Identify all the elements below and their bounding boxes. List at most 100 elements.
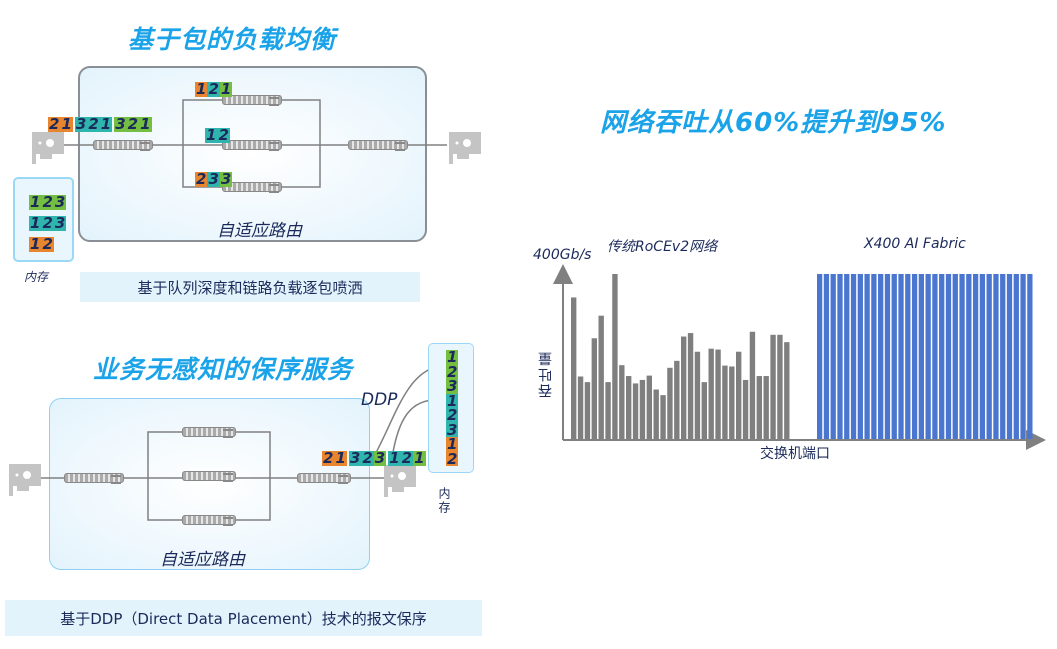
rocev2-bar [681,336,687,439]
packet-digit: 1 [139,115,152,133]
rocev2-bar [667,367,673,439]
packet-digit: 3 [74,115,88,133]
switch-icon [182,515,236,526]
x400-bar [979,274,986,439]
packet-digit: 3 [207,170,220,188]
switch-icon [93,140,153,151]
x400-bar [1027,274,1033,439]
rocev2-bar [612,274,618,439]
rocev2-bar [708,348,714,439]
adaptive-routing-panel [49,398,370,570]
y-top-label: 400Gb/s [533,247,592,263]
rocev2-bar [687,333,694,439]
rocev2-bar [784,342,790,439]
packet-digit: 2 [41,214,54,232]
rocev2-bar [742,379,749,439]
x400-bar [993,274,999,439]
packet-digit: 2 [195,170,208,188]
x400-bar [837,274,843,439]
rocev2-bar [619,365,625,439]
rocev2-bar [591,338,597,439]
rocev2-bar [626,376,632,439]
packet-digit: 1 [29,235,42,253]
top-routing-label: 自适应路由 [217,221,302,241]
rocev2-bar [749,331,756,439]
packet-digit: 1 [334,449,347,467]
bottom-title: 业务无感知的保序服务 [93,355,354,384]
rocev2-bar [770,334,776,439]
x400-bar [966,274,972,439]
x400-bar [1013,274,1019,439]
packet-digit: 1 [446,391,459,410]
memory-label: 内存 [437,487,451,515]
packet-digit: 3 [219,170,233,188]
x400-bar [905,274,911,439]
rocev2-bar [674,360,680,439]
x400-bar [891,274,897,439]
packet-digit: 2 [87,115,100,133]
x400-bar [850,274,857,439]
x400-bar [1000,274,1006,439]
x400-bar [959,274,965,439]
x400-bar [878,274,884,439]
rocev2-bar [694,351,701,439]
x400-bar [939,274,945,439]
rocev2-bar [577,376,584,439]
packet-digit: 3 [446,420,459,439]
x400-bar [871,274,877,439]
memory-label: 内存 [24,270,49,284]
switch-icon [348,140,408,151]
x400-bar [945,274,952,439]
rocev2-bar [756,376,762,439]
x400-bar [925,274,931,439]
nic-card-icon [449,132,481,164]
packet-digit: 1 [413,449,426,467]
packet-digit: 2 [446,362,459,381]
packet-digit: 3 [53,214,67,232]
x400-bar [884,274,891,439]
rocev2-bar [653,389,659,439]
packet-digit: 1 [446,348,459,366]
packet-digit: 3 [446,377,459,395]
x400-bar [817,274,823,439]
switch-icon [297,473,351,484]
packet-digit: 2 [41,193,54,211]
bottom-caption: 基于DDP（Direct Data Placement）技术的报文保序 [5,600,482,636]
switch-icon [222,182,282,193]
packet-digit: 1 [195,80,208,98]
packet-digit: 1 [29,193,42,211]
rocev2-bar [736,351,742,439]
rocev2-bar [639,379,646,439]
nic-card-icon [384,465,416,497]
packet-digit: 3 [373,449,387,467]
bottom-routing-label: 自适应路由 [160,550,245,570]
packet-digit: 2 [126,115,140,133]
rocev2-bar [584,382,591,439]
top-caption: 基于队列深度和链路负载逐包喷洒 [80,272,420,302]
switch-icon [182,471,236,482]
switch-icon [182,427,236,438]
top-title: 基于包的负载均衡 [128,25,337,54]
packet-digit: 2 [207,80,220,98]
x400-bar [952,274,958,439]
rocev2-bar [763,376,769,439]
nic-card-icon [9,464,41,496]
x400-bar [823,274,830,439]
x400-bar [830,274,836,439]
rocev2-bar [729,366,735,439]
x400-bar [911,274,918,439]
rocev2-bar [715,349,721,439]
ddp-label: DDP [361,390,398,410]
rocev2-bar [777,334,783,439]
headline: 网络吞吐从60%提升到95% [600,108,947,138]
x400-bar [918,274,924,439]
packet-digit: 2 [217,126,230,144]
switch-icon [222,95,282,106]
